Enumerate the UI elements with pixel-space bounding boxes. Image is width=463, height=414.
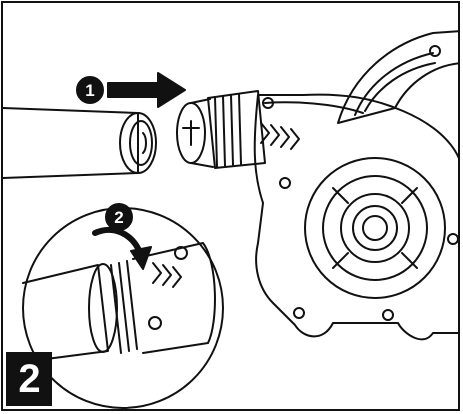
- blower-tube: [3, 107, 157, 179]
- callout-2-label: 2: [114, 208, 123, 227]
- blower-assembly-illustration: 1 2: [3, 30, 458, 409]
- step-number-badge: 2: [6, 352, 52, 406]
- callout-1-label: 1: [85, 81, 94, 100]
- callout-1: 1: [76, 76, 104, 104]
- blower-body: [176, 30, 458, 341]
- insert-arrow: [107, 72, 186, 108]
- callout-2: 2: [105, 203, 133, 231]
- step-number: 2: [18, 356, 40, 401]
- detail-inset: [22, 207, 224, 409]
